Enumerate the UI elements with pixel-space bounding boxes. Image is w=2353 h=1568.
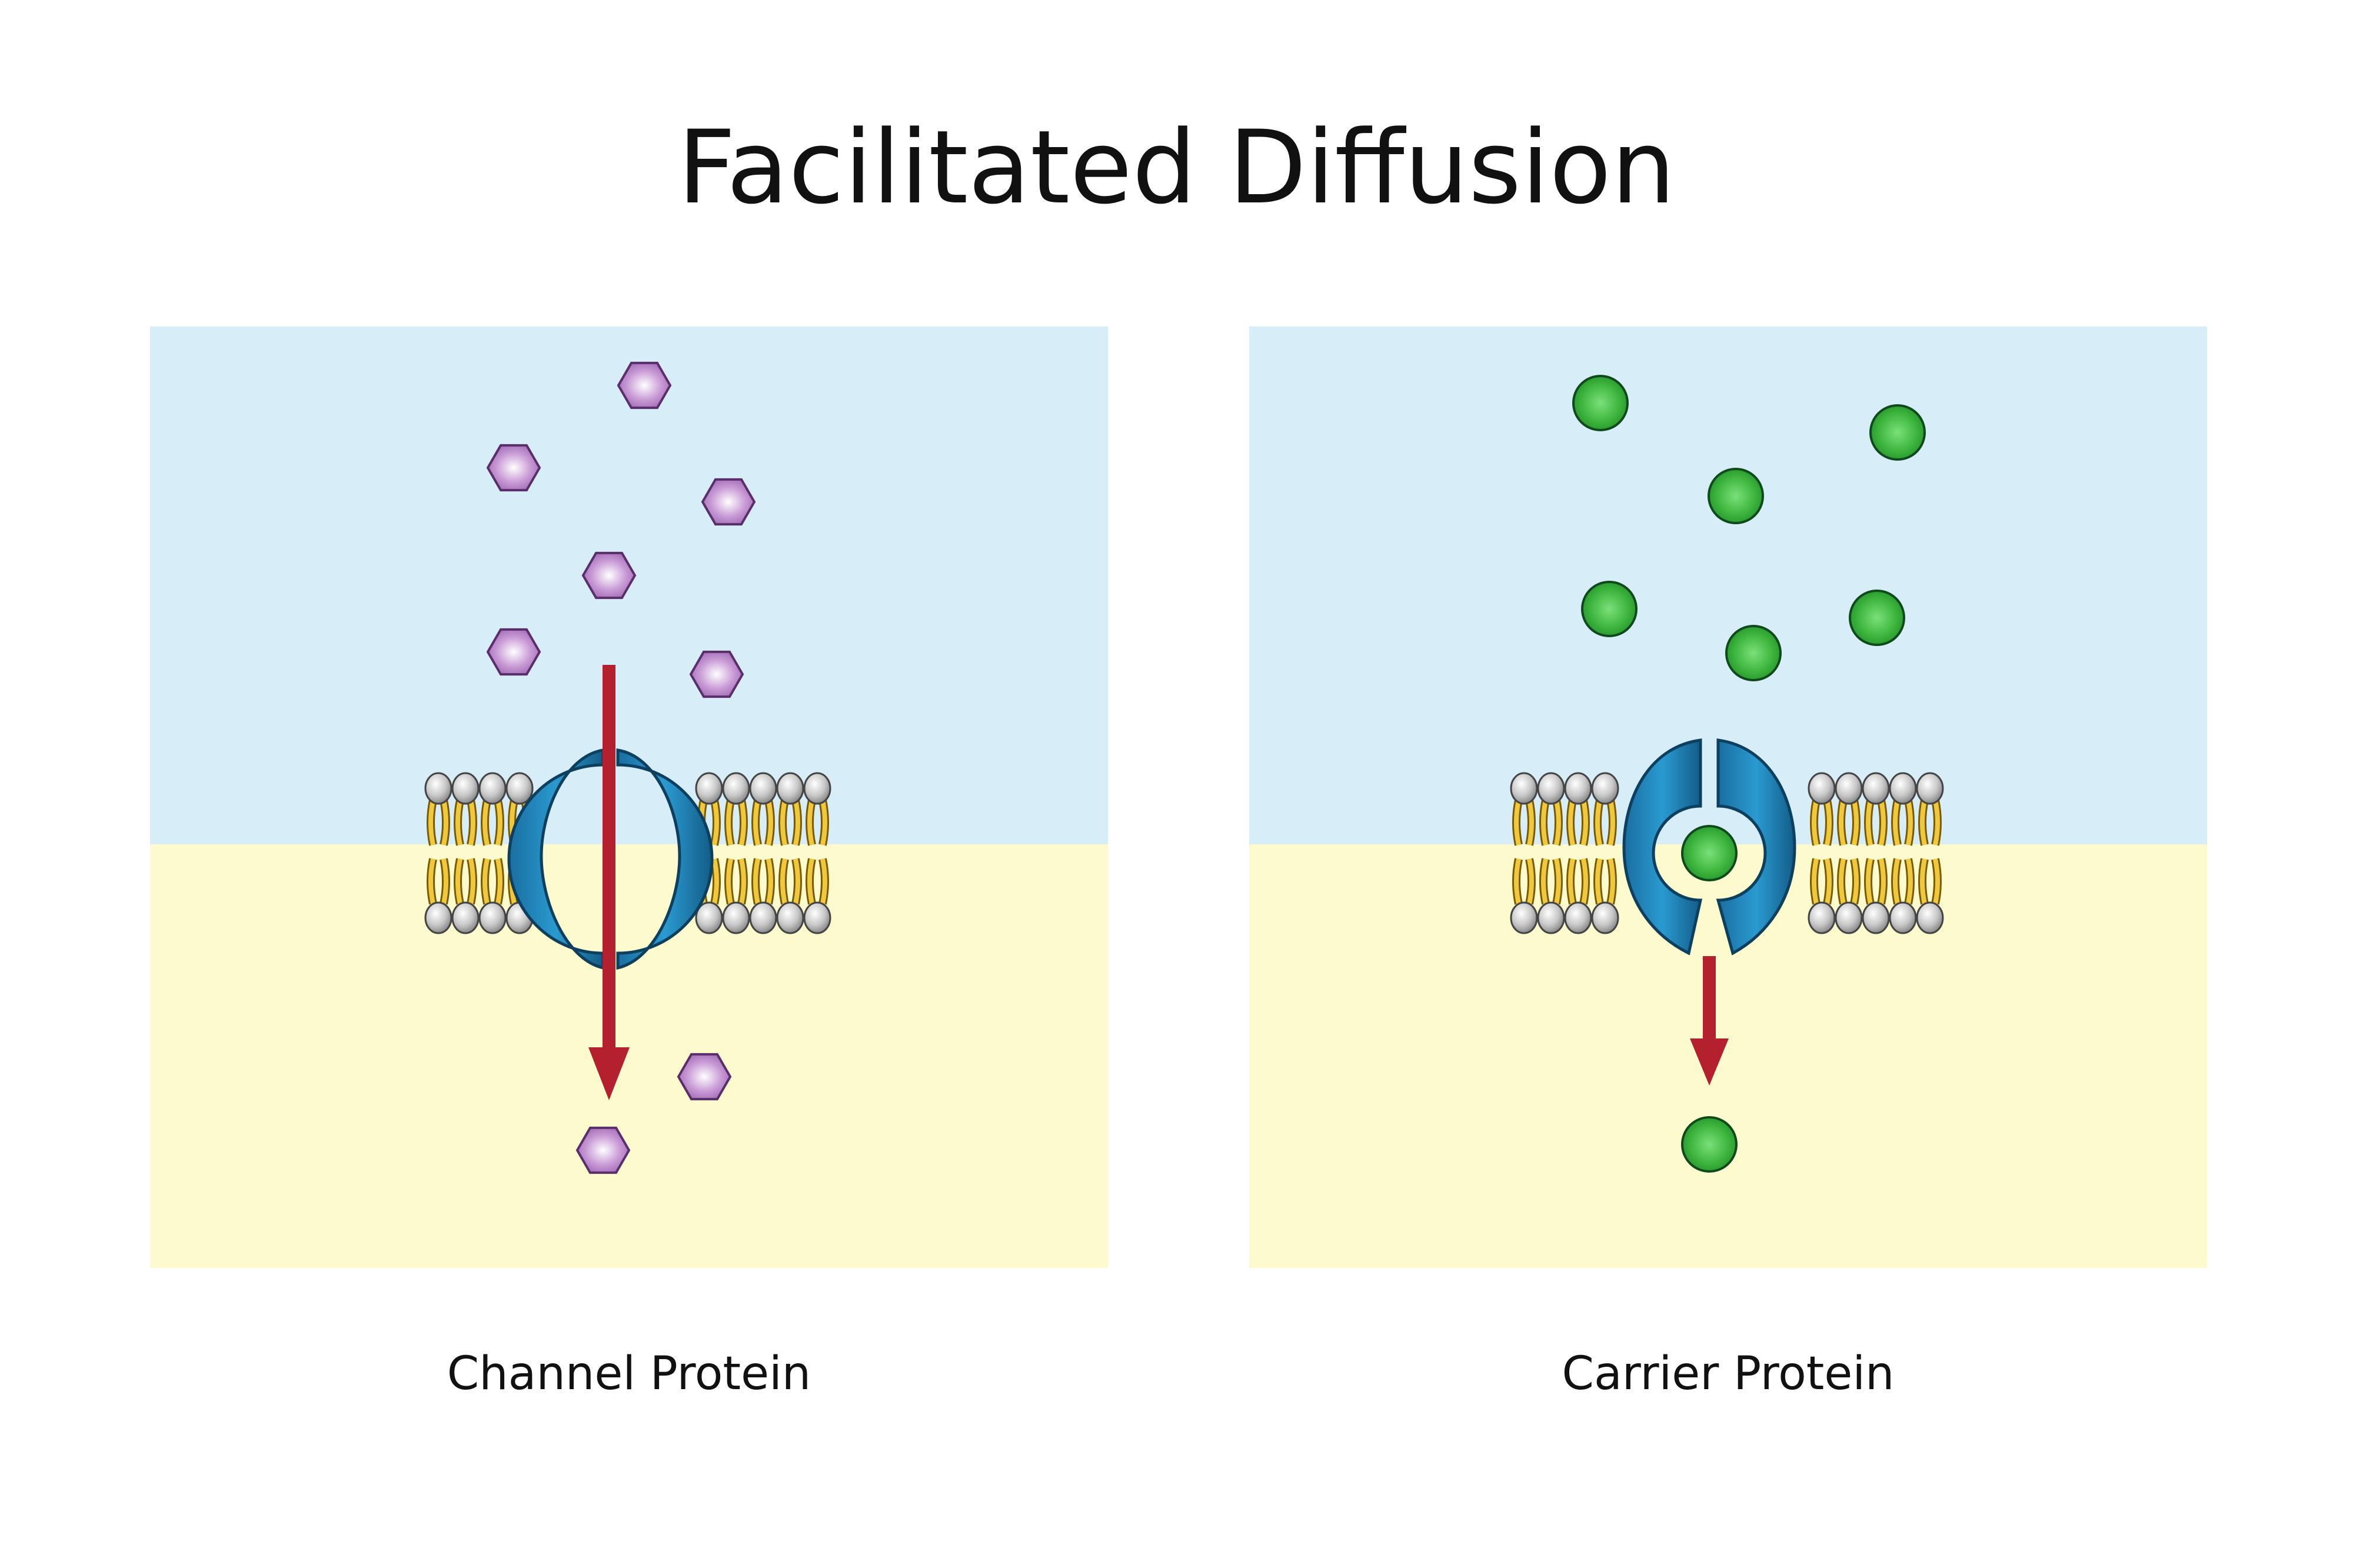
- lipid-tail: [751, 799, 775, 905]
- lipid-tail: [1864, 799, 1888, 905]
- channel-panel: [150, 327, 1108, 1268]
- hexagon-molecule-icon: [486, 628, 541, 676]
- lipid-tail: [1837, 799, 1861, 905]
- lipid-tail: [427, 799, 450, 905]
- lipid-head: [776, 901, 804, 934]
- lipid-tail: [1918, 799, 1942, 905]
- lipid-head: [1564, 772, 1592, 805]
- hexagon-molecule-icon: [617, 361, 672, 410]
- lipid-head: [695, 901, 723, 934]
- hexagon-molecule-icon: [689, 650, 744, 698]
- lipid-head: [749, 901, 777, 934]
- lipid-head: [1862, 901, 1890, 934]
- lipid-head: [722, 901, 750, 934]
- lipid-tail: [1810, 799, 1833, 905]
- lipid-head: [1808, 901, 1836, 934]
- lipid-head: [1916, 901, 1944, 934]
- hexagon-molecule-icon: [486, 444, 541, 492]
- lipid-tail: [724, 799, 748, 905]
- sphere-molecules: [1572, 375, 1926, 1173]
- sphere-molecule-icon: [1849, 590, 1905, 646]
- lipid-head: [1889, 772, 1917, 805]
- sphere-molecule-icon: [1681, 1116, 1738, 1173]
- lipid-head: [803, 901, 831, 934]
- sphere-molecule-icon: [1869, 404, 1926, 461]
- lipid-head: [1564, 901, 1592, 934]
- lipid-tail: [481, 799, 504, 905]
- lipid-head: [505, 772, 534, 805]
- lipid-tail: [1539, 799, 1563, 905]
- lipid-head: [776, 772, 804, 805]
- lipid-tail: [454, 799, 477, 905]
- lipid-tail: [778, 799, 802, 905]
- phospholipid-bilayer: [1510, 772, 1944, 934]
- lipid-head: [1835, 901, 1863, 934]
- lipid-head: [1510, 901, 1538, 934]
- down-arrow-icon: [1690, 956, 1729, 1086]
- hexagon-molecule-icon: [581, 551, 637, 600]
- lipid-tail: [1566, 799, 1590, 905]
- lipid-head: [1862, 772, 1890, 805]
- lipid-head: [695, 772, 723, 805]
- lipid-head: [1916, 772, 1944, 805]
- lipid-tail: [1891, 799, 1915, 905]
- lipid-head: [1808, 772, 1836, 805]
- lipid-head: [1537, 772, 1565, 805]
- lipid-head: [722, 772, 750, 805]
- lipid-head: [451, 772, 480, 805]
- phospholipid-bilayer: [424, 772, 831, 934]
- sphere-molecule-icon: [1581, 581, 1638, 637]
- lipid-head: [478, 772, 507, 805]
- lipid-head: [424, 901, 452, 934]
- lipid-head: [451, 901, 480, 934]
- channel-protein-icon: [507, 748, 714, 970]
- lipid-head: [1591, 772, 1619, 805]
- carrier-protein-icon: [1622, 738, 1796, 956]
- sphere-molecule-icon: [1708, 468, 1764, 524]
- lipid-tail: [806, 799, 829, 905]
- lipid-head: [1889, 901, 1917, 934]
- lipid-head: [749, 772, 777, 805]
- carrier-protein-label: Carrier Protein: [1562, 1347, 1895, 1400]
- lipid-head: [424, 772, 452, 805]
- lipid-tail: [1593, 799, 1617, 905]
- down-arrow-icon: [588, 665, 630, 1100]
- hexagon-molecules: [486, 361, 756, 1174]
- carrier-panel: [1249, 327, 2207, 1268]
- lipid-head: [803, 772, 831, 805]
- lipid-tail: [1512, 799, 1536, 905]
- hexagon-molecule-icon: [677, 1053, 732, 1101]
- sphere-molecule-icon: [1572, 375, 1629, 431]
- lipid-head: [1835, 772, 1863, 805]
- page-title: Facilitated Diffusion: [677, 108, 1676, 227]
- sphere-molecule-icon: [1681, 825, 1738, 881]
- channel-protein-label: Channel Protein: [447, 1347, 811, 1400]
- lipid-head: [1537, 901, 1565, 934]
- lipid-head: [1510, 772, 1538, 805]
- hexagon-molecule-icon: [575, 1126, 631, 1174]
- lipid-head: [478, 901, 507, 934]
- hexagon-molecule-icon: [701, 478, 756, 526]
- intracellular-region: [150, 844, 1108, 1268]
- lipid-head: [1591, 901, 1619, 934]
- sphere-molecule-icon: [1725, 625, 1782, 681]
